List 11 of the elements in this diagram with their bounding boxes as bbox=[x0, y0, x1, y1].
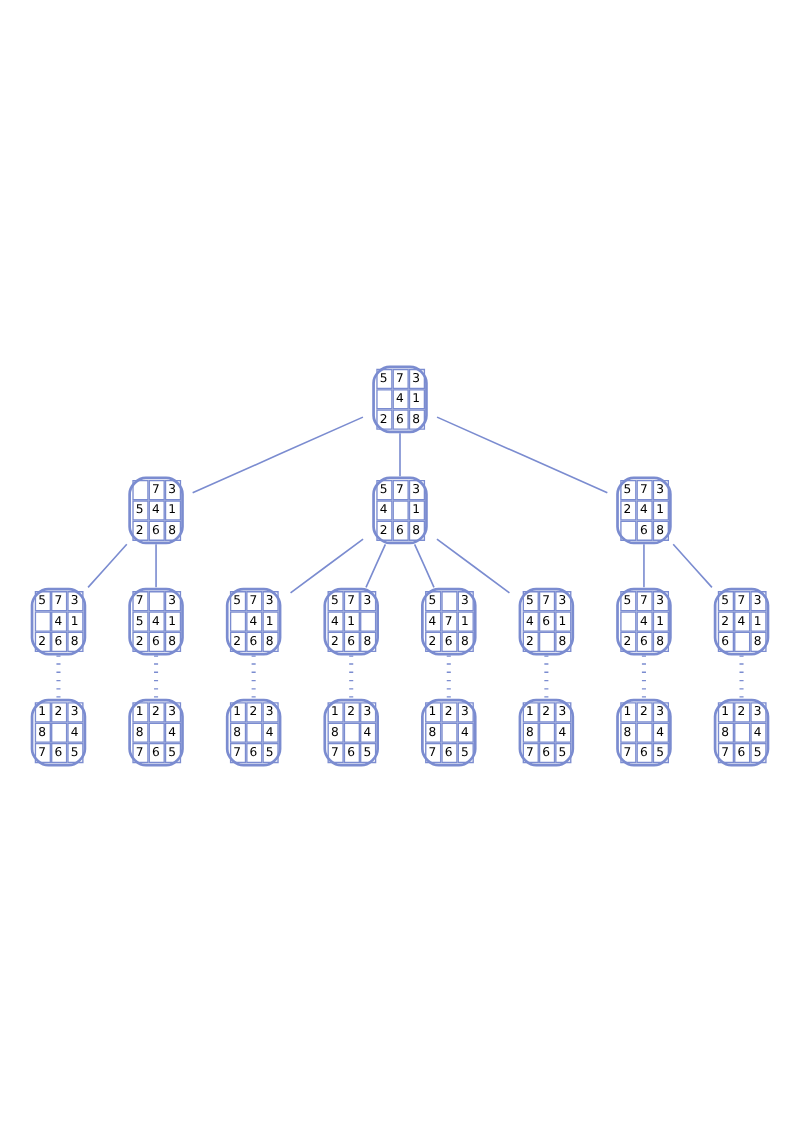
connector bbox=[155, 543, 157, 589]
connector bbox=[191, 416, 364, 494]
connector bbox=[399, 432, 401, 477]
connector bbox=[436, 416, 609, 494]
connector bbox=[365, 543, 387, 589]
connector bbox=[672, 543, 713, 589]
connector bbox=[289, 538, 364, 594]
connector bbox=[87, 543, 128, 589]
connector bbox=[413, 543, 435, 589]
connector bbox=[643, 543, 645, 589]
connector bbox=[436, 538, 511, 594]
